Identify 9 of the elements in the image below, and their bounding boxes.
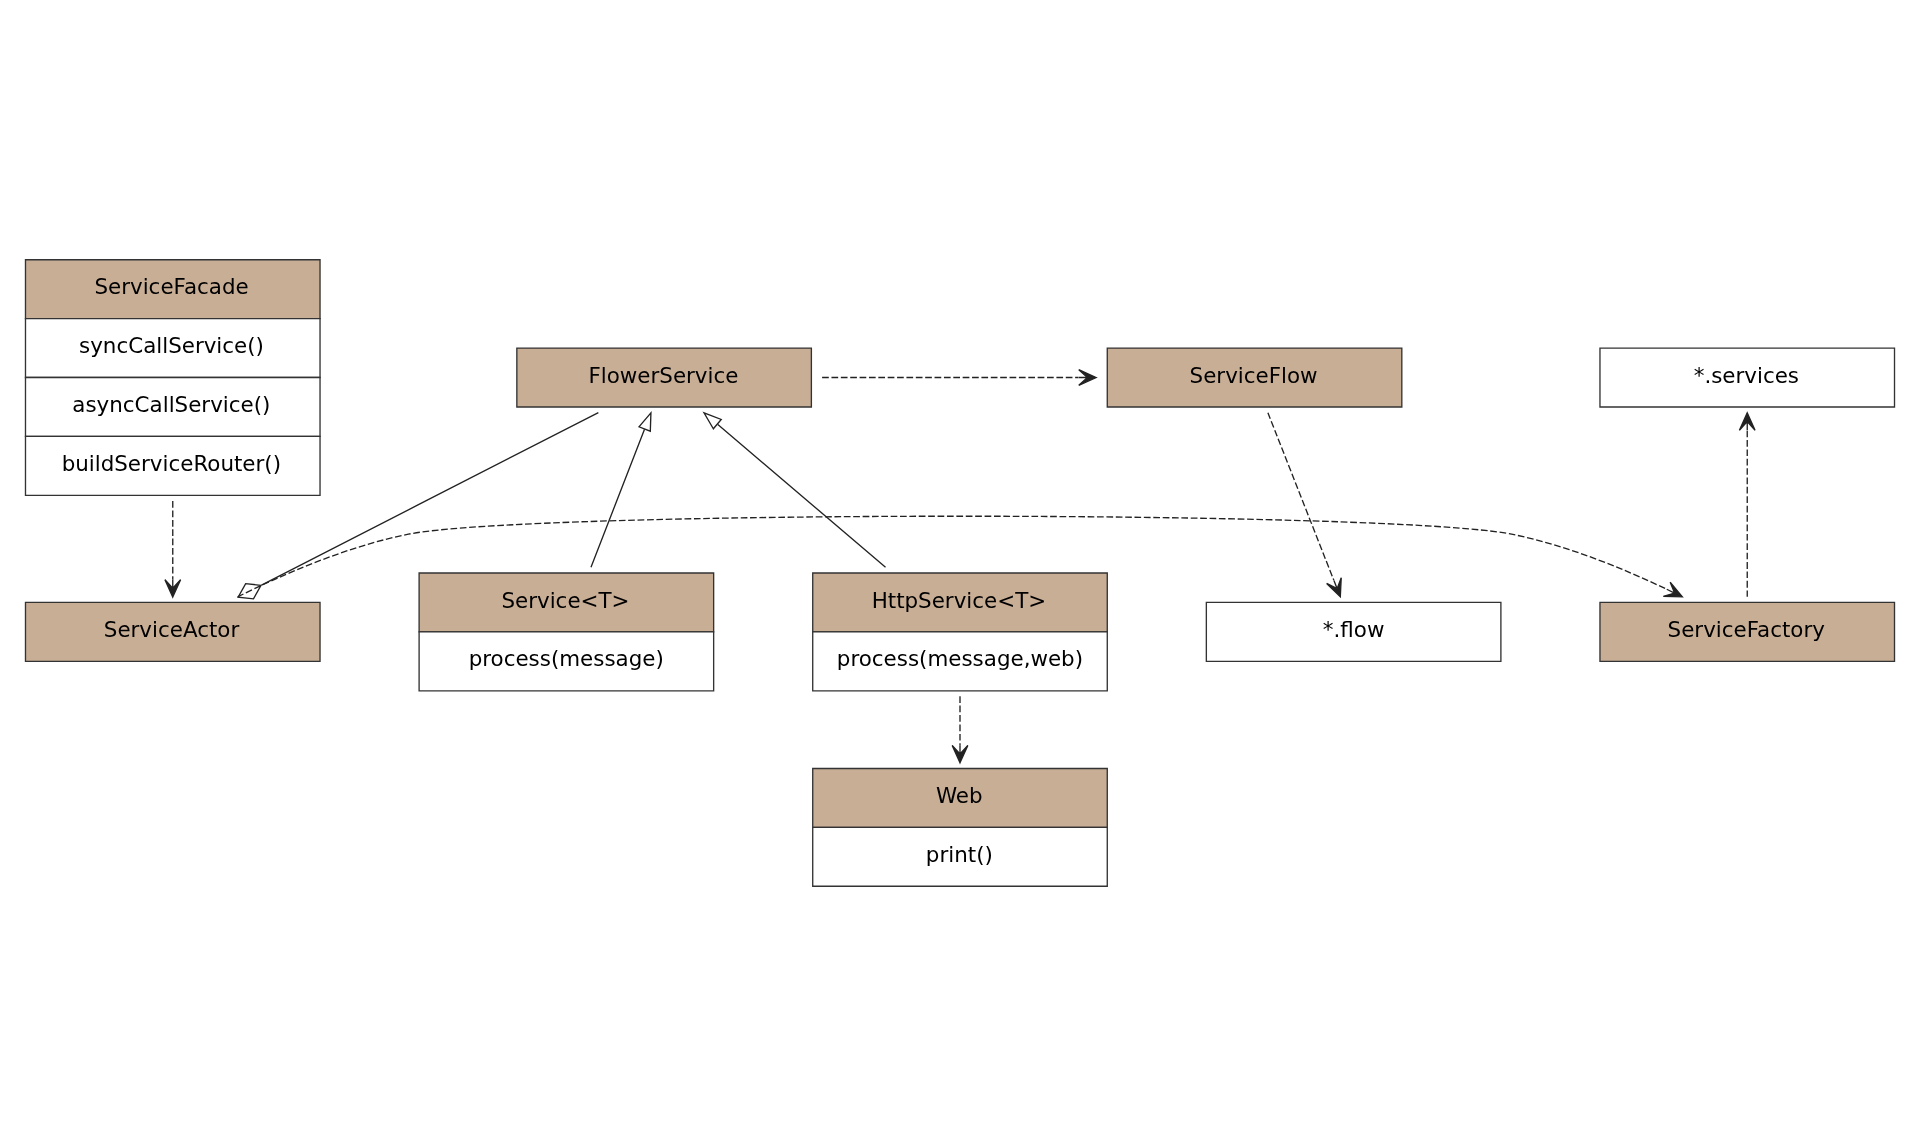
arrow	[821, 369, 1097, 387]
arrow	[236, 515, 1684, 598]
arrow	[951, 695, 969, 764]
arrow	[590, 410, 652, 568]
arrow	[164, 500, 182, 598]
arrow	[1738, 412, 1756, 598]
arrow	[1267, 412, 1342, 598]
connector	[237, 411, 600, 600]
arrow	[702, 411, 887, 568]
